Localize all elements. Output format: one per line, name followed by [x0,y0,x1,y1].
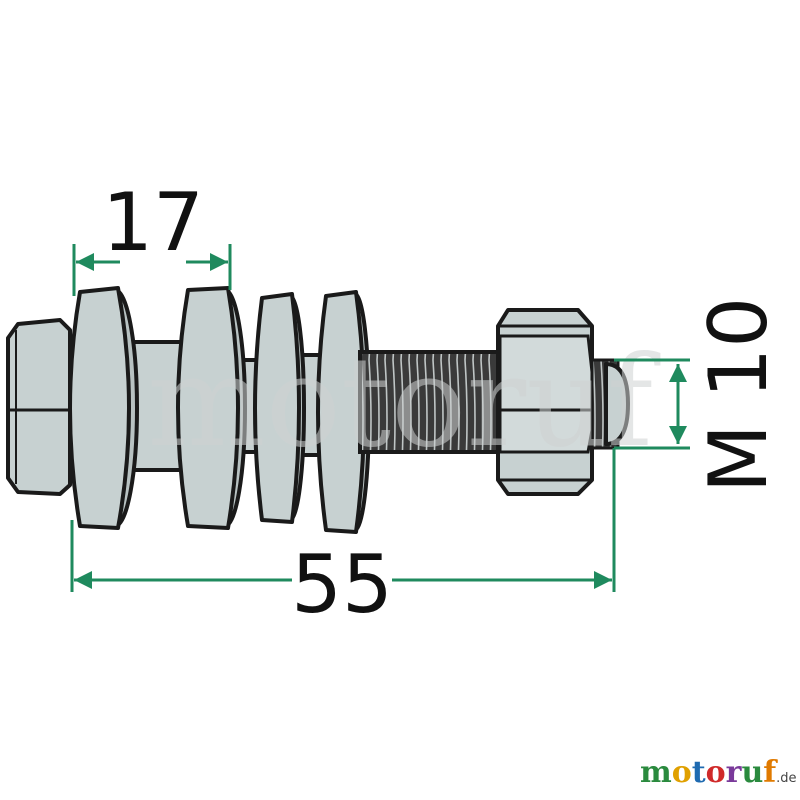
length-dimension-label: 55 [291,538,393,631]
washer-3 [253,292,306,524]
bolt-assembly [6,286,630,534]
logo-letter: o [672,755,692,790]
hex-nut [496,308,598,496]
dimension-lines [70,244,690,592]
watermark-text: motoruf [147,330,661,475]
washer-2 [176,286,247,530]
logo-letter: m [640,755,672,790]
threaded-shaft [358,350,522,454]
brand-logo: motoruf.de [640,755,797,790]
bolt-head [6,318,72,496]
logo-letter: f [763,755,778,790]
logo-letter: r [726,755,743,790]
width-dimension-label: 17 [102,176,204,269]
washer-1 [68,286,139,530]
logo-letter: o [706,755,726,790]
logo-letter: u [741,755,763,790]
logo-letter: t [692,755,706,790]
thread-dimension-label: M 10 [692,297,785,493]
bolt-tip [590,358,630,450]
logo-suffix: .de [776,771,796,786]
